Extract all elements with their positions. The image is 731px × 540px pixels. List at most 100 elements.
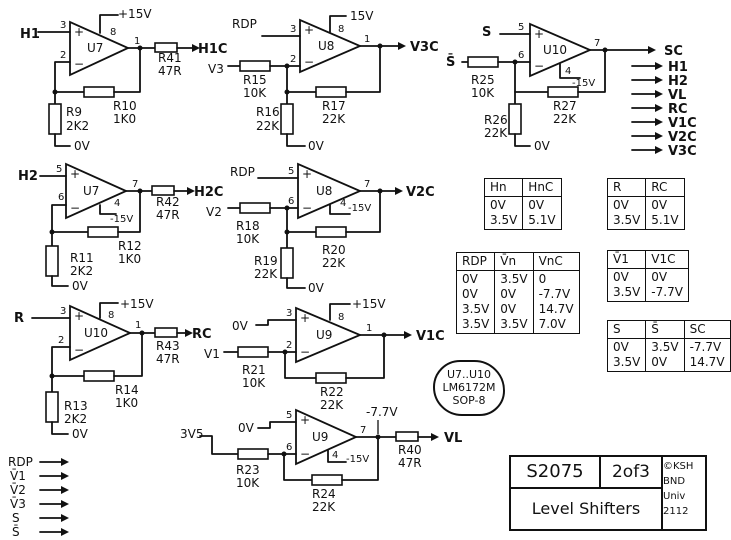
r23-value: 10K: [236, 476, 260, 490]
u8a-gnd: 0V: [308, 139, 325, 153]
u9a-minus-sign: −: [300, 345, 310, 359]
r20-label: R20: [322, 243, 346, 257]
u10a-pin5: 5: [518, 22, 524, 33]
r21-value: 10K: [242, 376, 266, 390]
table-r-cell: 0V 5.1V: [645, 196, 685, 230]
opamp-u7b-symbol: [65, 162, 129, 220]
r22-value: 22K: [320, 398, 344, 412]
amp-u8b: U8 + − RDP 5 V2 6 R18 10K R20 22K 4 -15V…: [206, 162, 435, 295]
u7a-pin3: 3: [60, 20, 66, 31]
opamp-u7a-symbol: [69, 20, 131, 77]
right-signal-list: H1 H2 VL RC V1C V2C V3C: [631, 60, 697, 159]
u9b-pin4: 4: [332, 450, 338, 461]
r23-label: R23: [236, 463, 260, 477]
u10a-gnd: 0V: [534, 139, 551, 153]
r24-resistor: [311, 474, 343, 486]
r40-value: 47R: [398, 456, 422, 470]
table-r-cell: 0V 3.5V: [606, 196, 647, 230]
r10-resistor: [83, 86, 115, 98]
left-signal-list: RDP V̄1 V̄2 V̄3 S S̄: [8, 455, 69, 539]
r18-value: 10K: [236, 232, 260, 246]
r27-value: 22K: [553, 112, 577, 126]
u8b-plus-sign: +: [302, 167, 312, 181]
u9b-output-label: VL: [444, 431, 462, 446]
r12-resistor: [87, 226, 119, 238]
r15-resistor: [239, 60, 271, 72]
u7a-name: U7: [87, 41, 103, 55]
table-s-cell: 0V 3.5V: [606, 338, 647, 372]
r10-value: 1K0: [113, 112, 136, 126]
r43-value: 47R: [156, 352, 180, 366]
u8a-name: U8: [318, 39, 334, 53]
right-signal-v3c: V3C: [668, 144, 697, 159]
r19-value: 22K: [254, 267, 278, 281]
u10b-output-label: RC: [192, 327, 212, 342]
u9a-pin8: 8: [338, 312, 344, 323]
sheet-number: 2of3: [601, 457, 663, 489]
table-v1-cell: 0V -7.7V: [645, 268, 689, 302]
u8b-gnd: 0V: [308, 281, 325, 295]
u9b-input-plus: 0V: [238, 421, 255, 435]
table-s-header-s-bar: S̄: [645, 320, 685, 339]
u8b-pin7: 7: [364, 179, 370, 190]
amp-u10a: U10 + − S 5 S̄ 6 R25 10K R27 22K 4 -15V …: [446, 22, 683, 153]
r42-value: 47R: [156, 208, 180, 222]
r13-label: R13: [64, 399, 88, 413]
r42-label: R42: [156, 195, 180, 209]
r19-label: R19: [254, 254, 278, 268]
u9b-minus-sign: −: [300, 447, 310, 461]
r21-label: R21: [242, 363, 266, 377]
u10a-supply: -15V: [572, 78, 595, 89]
r26-value: 22K: [484, 126, 508, 140]
r27-label: R27: [553, 99, 577, 113]
u8b-supply: -15V: [348, 203, 371, 214]
u9a-pin2: 2: [286, 340, 292, 351]
table-s-header-s: S: [606, 320, 647, 339]
u7b-pin6: 6: [58, 192, 64, 203]
r18-resistor: [239, 202, 271, 214]
table-s-header-sc: SC: [683, 320, 731, 339]
r11-label: R11: [70, 251, 94, 265]
schematic-canvas: U7 + − H1 3 2 +15V 8 1 R41 47R H1C R10 1…: [8, 7, 697, 539]
opamp-u9a-symbol: [295, 306, 363, 364]
u9b-plus-sign: +: [300, 413, 310, 427]
u10b-pin1: 1: [135, 320, 141, 331]
table-rdp-cell: 3.5V 0V 0V 3.5V: [494, 270, 534, 334]
r20-value: 22K: [322, 256, 346, 270]
u9b-input-res: 3V5: [180, 427, 203, 441]
u9b-pin7: 7: [360, 425, 366, 436]
r24-label: R24: [312, 487, 336, 501]
u9b-pin6: 6: [286, 442, 292, 453]
r17-resistor: [315, 86, 347, 98]
left-signal-s: S: [12, 511, 20, 525]
u8b-pin4: 4: [340, 198, 346, 209]
u10a-name: U10: [543, 43, 567, 57]
u7a-supply: +15V: [118, 7, 152, 21]
r22-resistor: [315, 372, 347, 384]
u9b-out-level: -7.7V: [366, 405, 398, 419]
r23-resistor: [237, 448, 269, 460]
r25-label: R25: [471, 73, 495, 87]
right-signal-v1c: V1C: [668, 116, 697, 131]
cloud-line-1: U7..U10: [446, 368, 492, 381]
r41-value: 47R: [158, 64, 182, 78]
title-block: S2075 2of3 ©KSH BND Univ 2112 Level Shif…: [509, 455, 707, 531]
u7b-pin5: 5: [56, 164, 62, 175]
u10b-gnd: 0V: [72, 427, 89, 441]
u7b-supply: -15V: [110, 214, 133, 225]
r18-label: R18: [236, 219, 260, 233]
u7b-output-label: H2C: [194, 185, 223, 200]
table-rdp-header-vnc: VnC: [532, 252, 580, 271]
u8a-pin1: 1: [364, 34, 370, 45]
opamp-u9b-symbol: [295, 408, 359, 466]
r17-value: 22K: [322, 112, 346, 126]
right-signal-v2c: V2C: [668, 130, 697, 145]
u10a-plus-sign: +: [534, 27, 544, 41]
left-signal-v2: V̄2: [10, 483, 26, 497]
u8b-input-res: V2: [206, 205, 222, 219]
u7b-pin4: 4: [114, 198, 120, 209]
right-signal-h2: H2: [668, 74, 688, 89]
r17-label: R17: [322, 99, 346, 113]
